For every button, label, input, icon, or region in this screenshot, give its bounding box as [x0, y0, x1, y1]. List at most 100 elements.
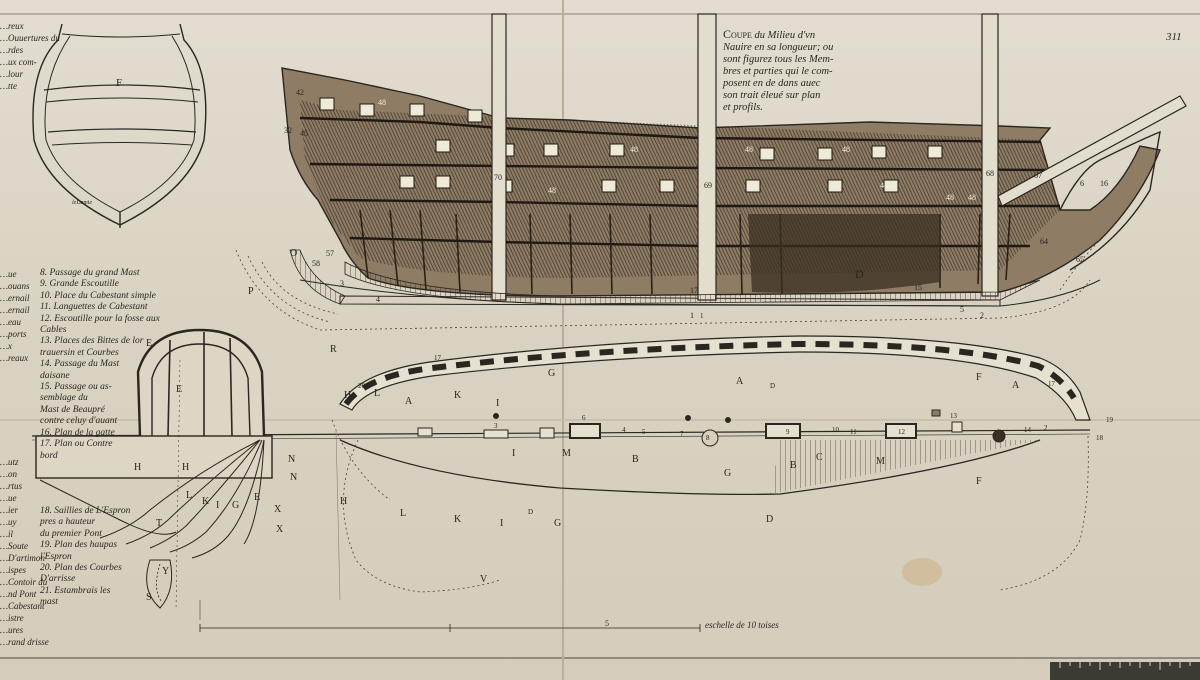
title-line-1: Nauire en sa longueur; ou	[723, 42, 834, 53]
svg-text:2: 2	[1044, 424, 1048, 432]
svg-text:5: 5	[960, 305, 964, 314]
legend-item: 11. Languettes de Cabestant	[40, 302, 148, 313]
svg-text:S: S	[146, 592, 152, 603]
svg-text:48: 48	[630, 145, 638, 154]
legend-item: D'arrisse	[40, 574, 76, 585]
svg-text:A: A	[405, 396, 413, 407]
fragment: …rdes	[0, 45, 24, 55]
legend-item: mast	[40, 597, 58, 608]
plate-title: Coupe du Milieu d'vn Nauire en sa longue…	[723, 28, 873, 114]
svg-text:67: 67	[1034, 171, 1042, 180]
svg-text:17: 17	[434, 354, 442, 362]
fragment: …ouans	[0, 281, 30, 291]
fragment: …rtus	[0, 481, 23, 491]
legend-item: 21. Estambrais les	[40, 585, 111, 596]
left-fragments-mid: …ue …ouans …ernail …ernail …eau …ports ……	[0, 268, 30, 364]
svg-text:4: 4	[622, 426, 626, 434]
svg-text:13: 13	[950, 412, 958, 420]
legend-item: daisane	[40, 370, 70, 381]
legend-item: bord	[40, 450, 58, 461]
svg-text:16: 16	[1100, 179, 1108, 188]
scale-numeral: 5	[605, 619, 609, 628]
left-fragments-top: …reux …Ouuertures du …rdes …ux com- …lou…	[0, 20, 60, 92]
svg-text:2: 2	[980, 311, 984, 320]
svg-text:19: 19	[1106, 416, 1114, 424]
legend-item: pres a hauteur	[40, 517, 96, 528]
title-line-0: du Milieu d'vn	[754, 30, 816, 41]
title-line-6: et profils.	[723, 102, 763, 113]
legend-item: du premier Pont	[40, 528, 102, 539]
legend-item: 15. Passage ou as-	[40, 382, 112, 393]
stern-view: E E H H L K I G E T Y S	[35, 328, 273, 620]
svg-text:15: 15	[914, 283, 922, 292]
fragment: …ports	[0, 329, 27, 339]
legend-item: l'Espron	[40, 551, 72, 562]
fragment: …rand drisse	[0, 637, 49, 647]
svg-text:C: C	[816, 452, 823, 463]
svg-text:12: 12	[898, 428, 906, 436]
legend-item: 14. Passage du Mast	[40, 359, 120, 370]
svg-text:I: I	[496, 398, 499, 409]
svg-text:N: N	[290, 472, 297, 483]
legend-item: 10. Place du Cabestant simple	[40, 290, 156, 301]
svg-text:68: 68	[986, 169, 994, 178]
svg-text:48: 48	[548, 186, 556, 195]
fragment: …istre	[0, 613, 24, 623]
scale-bar	[199, 624, 701, 632]
fragment: …il	[0, 529, 14, 539]
svg-text:I: I	[500, 518, 503, 529]
legend-item: contre celuy d'auant	[40, 416, 118, 427]
title-cap: Coupe	[723, 27, 752, 41]
svg-text:18: 18	[1096, 434, 1104, 442]
svg-text:3: 3	[494, 422, 498, 430]
title-line-3: bres et parties qui le com-	[723, 66, 833, 77]
fragment: …eau	[0, 317, 21, 327]
svg-text:70: 70	[494, 173, 502, 182]
section-letter: F	[116, 77, 122, 89]
svg-text:48: 48	[378, 98, 386, 107]
fragment: …Cabestant	[0, 601, 45, 611]
svg-text:10: 10	[832, 426, 840, 434]
legend-item: Cables	[40, 325, 67, 336]
legend-item: trauersin et Courbes	[40, 347, 119, 358]
svg-text:45: 45	[300, 129, 308, 138]
gun-ports	[319, 97, 943, 193]
fragment: …Ouuertures du	[0, 33, 60, 43]
legend-item: 8. Passage du grand Mast	[40, 268, 140, 278]
svg-text:P: P	[248, 286, 254, 297]
svg-text:D: D	[528, 508, 533, 516]
svg-text:K: K	[454, 514, 462, 525]
fragment: …on	[0, 469, 18, 479]
fragment: …ue	[0, 493, 17, 503]
fragment: …Soute	[0, 541, 28, 551]
fragment: …lour	[0, 69, 24, 79]
legend-item: semblage du	[40, 393, 88, 404]
svg-text:I: I	[512, 448, 515, 459]
svg-text:N: N	[288, 454, 295, 465]
svg-text:20: 20	[358, 382, 366, 390]
midship-section	[32, 23, 207, 228]
title-line-5: son trait éleué sur plan	[723, 90, 821, 101]
left-fragments-bottom: …utz …on …rtus …ue …ier …uy …il …Soute ……	[0, 456, 49, 648]
svg-text:48: 48	[880, 181, 888, 190]
fragment: …ier	[0, 505, 18, 515]
svg-text:48: 48	[842, 145, 850, 154]
svg-text:D: D	[855, 267, 864, 281]
svg-text:B: B	[790, 460, 797, 471]
svg-text:14: 14	[1024, 426, 1032, 434]
legend-item: 18. Saillies de L'Espron	[40, 506, 131, 516]
svg-text:8: 8	[706, 434, 710, 442]
ship-profile: 48 48 48 48 48 48 48 48 70 69 68 67 65 6…	[235, 13, 1187, 331]
svg-text:G: G	[724, 468, 731, 479]
fragment: …ernail	[0, 305, 30, 315]
legend-item: Mast de Beaupré	[40, 404, 105, 415]
legend-item: 20. Plan des Courbes	[40, 563, 122, 574]
svg-text:X: X	[274, 504, 282, 515]
svg-text:32: 32	[284, 126, 292, 135]
svg-text:E: E	[176, 384, 182, 395]
svg-text:D: D	[766, 514, 773, 525]
ruler	[1050, 662, 1200, 680]
svg-text:D: D	[770, 382, 775, 390]
svg-text:M: M	[562, 448, 571, 459]
